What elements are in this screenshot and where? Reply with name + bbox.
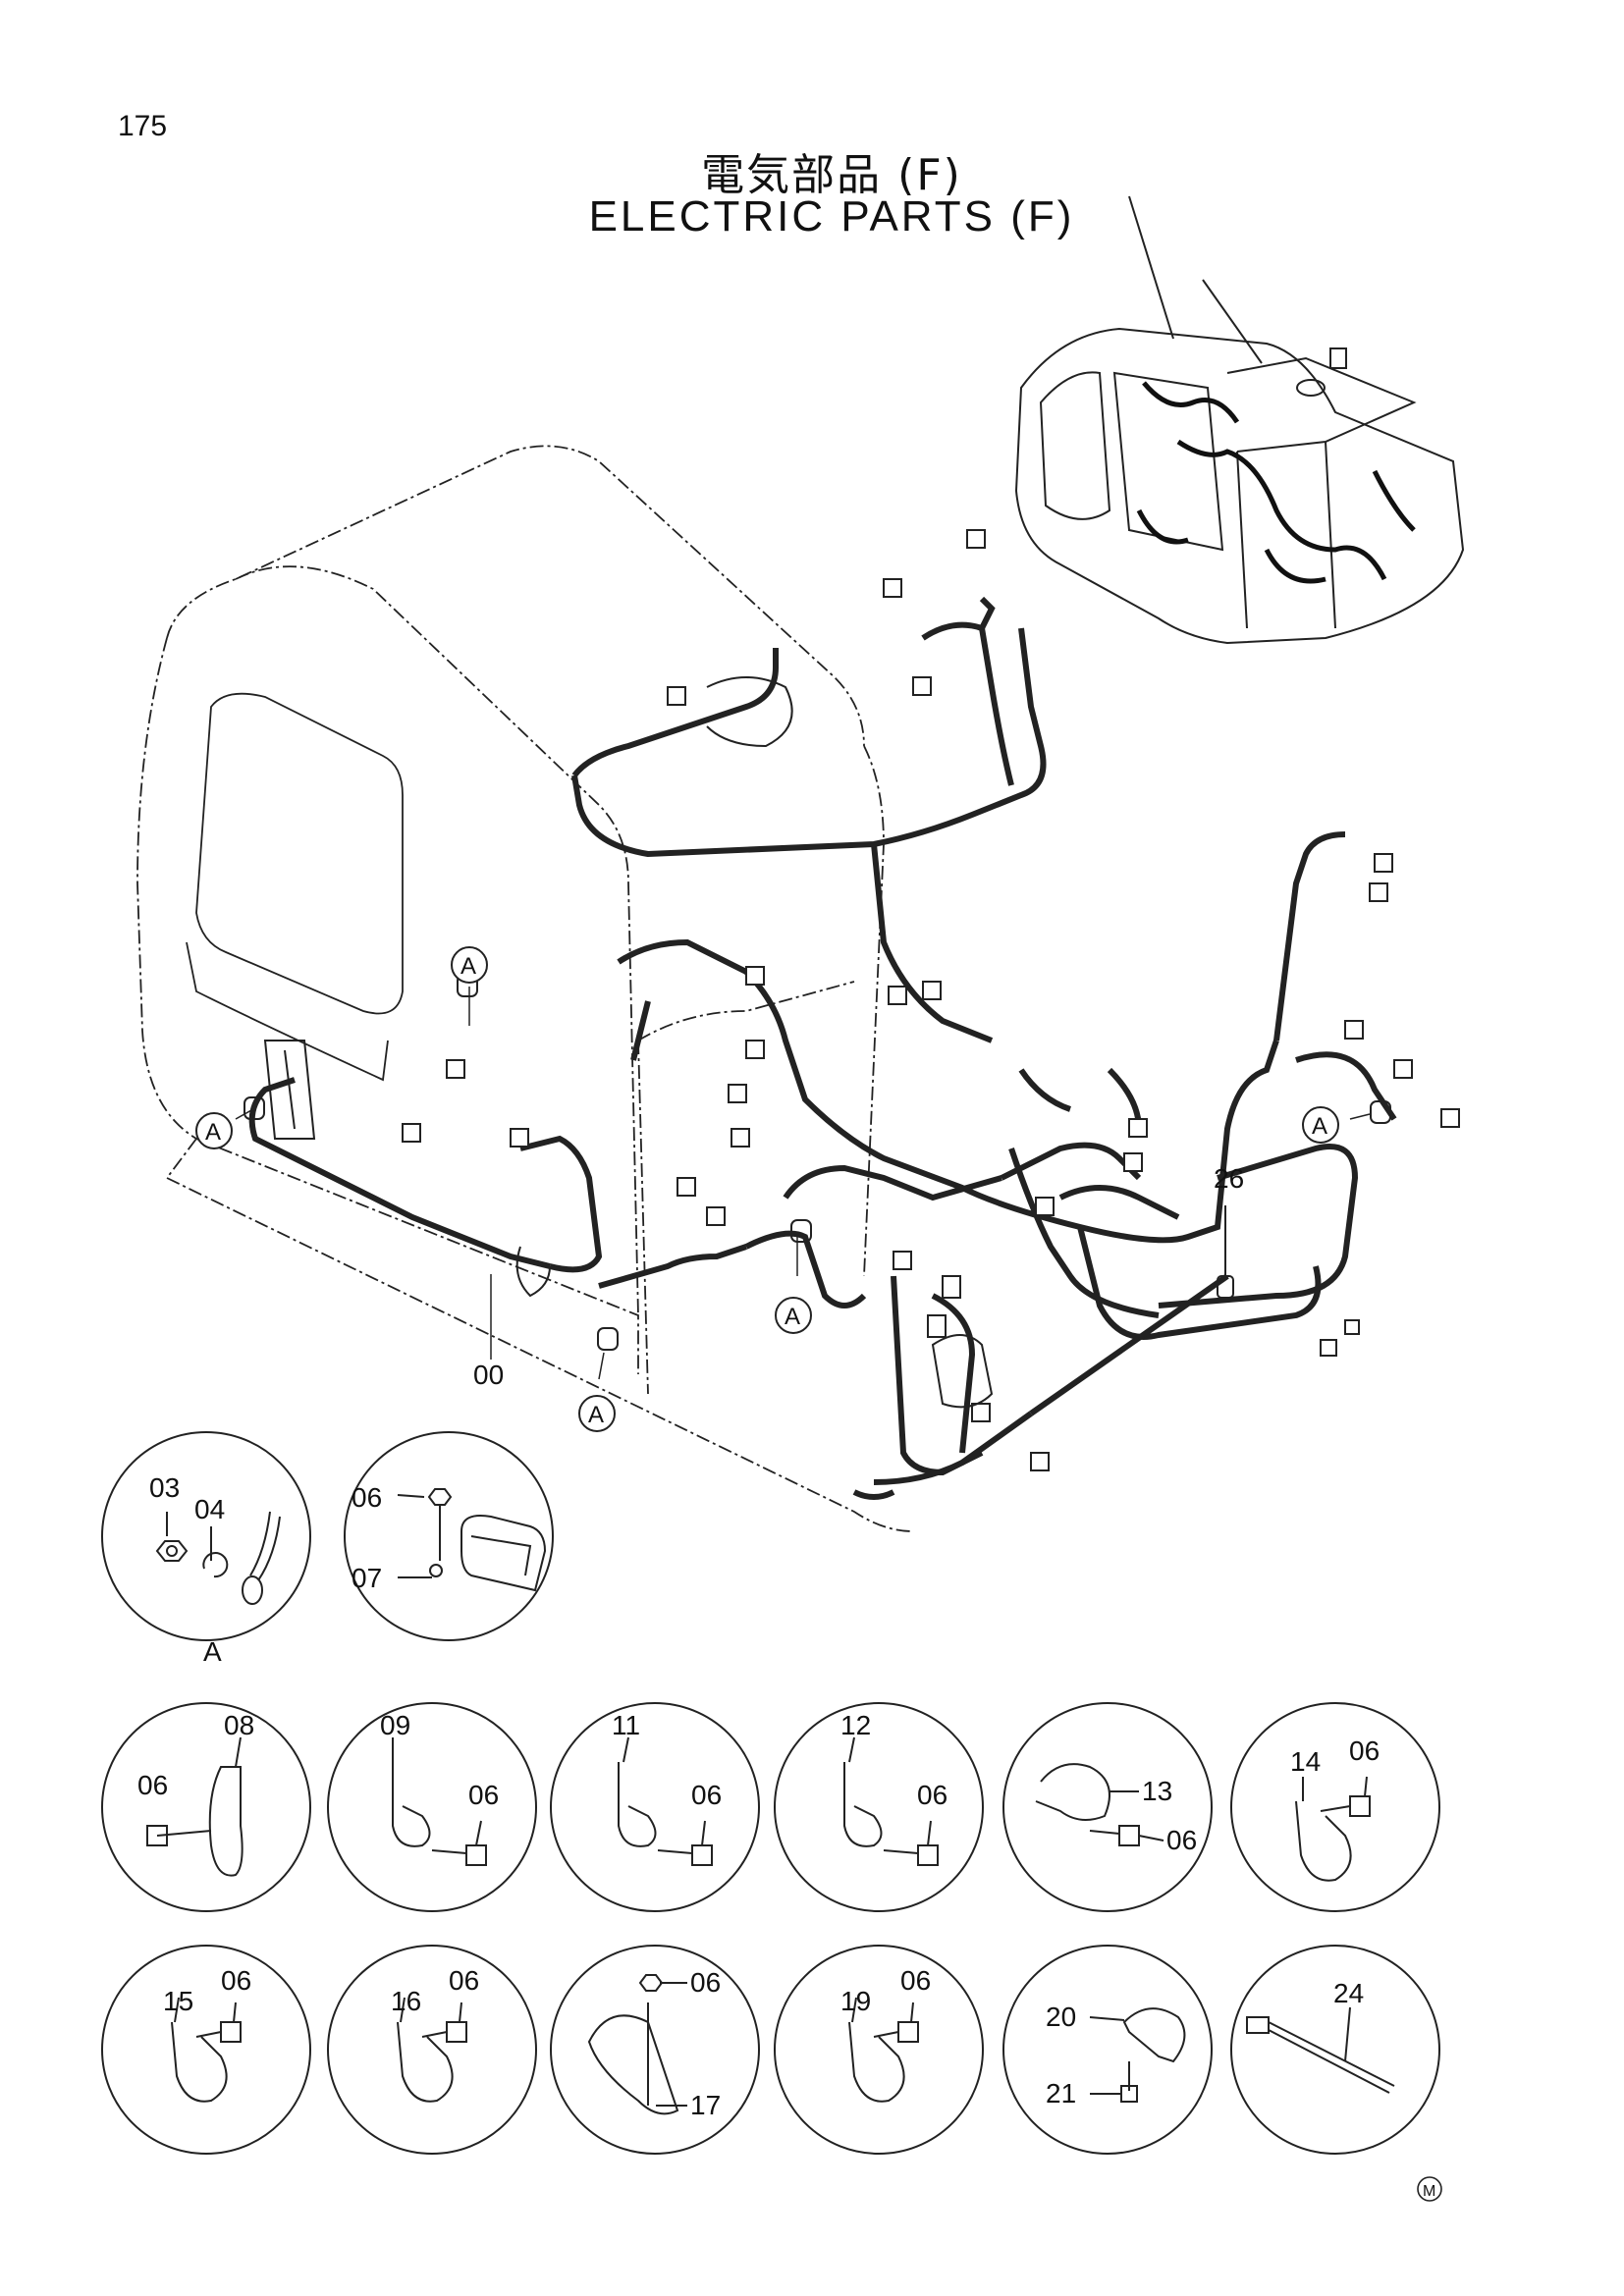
detail-clamp-16 bbox=[397, 1997, 467, 2103]
label-12: 12 bbox=[840, 1710, 871, 1740]
title-english: ELECTRIC PARTS (F) bbox=[588, 192, 1075, 240]
label-16: 16 bbox=[391, 1986, 421, 2016]
label-13: 13 bbox=[1142, 1776, 1172, 1806]
label-06: 06 bbox=[449, 1965, 479, 1996]
label-00: 00 bbox=[473, 1360, 504, 1390]
label-09: 09 bbox=[380, 1710, 410, 1740]
label-14: 14 bbox=[1290, 1746, 1321, 1777]
ref-a-marker: A bbox=[460, 953, 476, 980]
label-15: 15 bbox=[163, 1986, 193, 2016]
cab-rear-panel bbox=[637, 981, 855, 1395]
label-17: 17 bbox=[690, 2090, 721, 2120]
m-mark: M bbox=[1423, 2183, 1435, 2200]
label-19: 19 bbox=[840, 1986, 871, 2016]
detail-cable-tie-24 bbox=[1246, 2006, 1395, 2094]
label-06: 06 bbox=[221, 1965, 251, 1996]
ref-a-marker: A bbox=[205, 1119, 221, 1146]
label-06: 06 bbox=[137, 1770, 168, 1800]
label-06: 06 bbox=[917, 1780, 947, 1810]
label-26: 26 bbox=[1214, 1163, 1244, 1194]
clip-26 bbox=[1217, 1205, 1234, 1299]
detail-a-parts bbox=[155, 1511, 281, 1605]
label-03: 03 bbox=[149, 1472, 180, 1503]
wiring-harness bbox=[248, 596, 1397, 1500]
detail-clamp-15 bbox=[171, 1997, 242, 2103]
label-21: 21 bbox=[1046, 2078, 1076, 2109]
label-06: 06 bbox=[900, 1965, 931, 1996]
label-06: 06 bbox=[352, 1482, 382, 1513]
ref-a-marker: A bbox=[1312, 1113, 1327, 1140]
label-06: 06 bbox=[468, 1780, 499, 1810]
detail-clamp-19 bbox=[848, 1997, 919, 2103]
detail-bolt-grommet bbox=[397, 1488, 547, 1592]
harness-connectors bbox=[402, 529, 1460, 1471]
detail-a-caption: A bbox=[203, 1636, 222, 1667]
cab-window bbox=[186, 692, 404, 1082]
detail-clamp-08 bbox=[146, 1736, 244, 1877]
label-06: 06 bbox=[690, 1967, 721, 1998]
label-06: 06 bbox=[1349, 1735, 1380, 1766]
detail-clamp-12 bbox=[843, 1736, 939, 1866]
label-08: 08 bbox=[224, 1710, 254, 1740]
detail-clamp-11 bbox=[618, 1736, 713, 1866]
label-07: 07 bbox=[352, 1563, 382, 1593]
leader-a-2 bbox=[235, 1108, 254, 1120]
detail-clamp-09 bbox=[392, 1737, 487, 1866]
harness-junction-blocks bbox=[263, 676, 994, 1409]
ref-a-marker: A bbox=[785, 1304, 800, 1330]
leader-a-4 bbox=[598, 1352, 605, 1380]
machine-overview-illustration bbox=[1014, 195, 1465, 645]
cab-outline bbox=[136, 445, 914, 1532]
leader-a-5 bbox=[1349, 1113, 1371, 1120]
title-japanese: 電気部品 (F) bbox=[701, 150, 962, 200]
label-11: 11 bbox=[612, 1710, 640, 1740]
label-04: 04 bbox=[194, 1494, 225, 1524]
detail-clamp-13 bbox=[1035, 1763, 1164, 1846]
label-06: 06 bbox=[691, 1780, 722, 1810]
label-20: 20 bbox=[1046, 2002, 1076, 2032]
page-number: 175 bbox=[118, 110, 168, 142]
label-24: 24 bbox=[1333, 1978, 1364, 2008]
detail-clamp-17 bbox=[587, 1974, 687, 2115]
label-06: 06 bbox=[1166, 1825, 1197, 1855]
ref-a-marker: A bbox=[588, 1402, 604, 1428]
detail-clamp-14 bbox=[1295, 1776, 1371, 1882]
detail-clamp-20-21 bbox=[1089, 2007, 1186, 2103]
